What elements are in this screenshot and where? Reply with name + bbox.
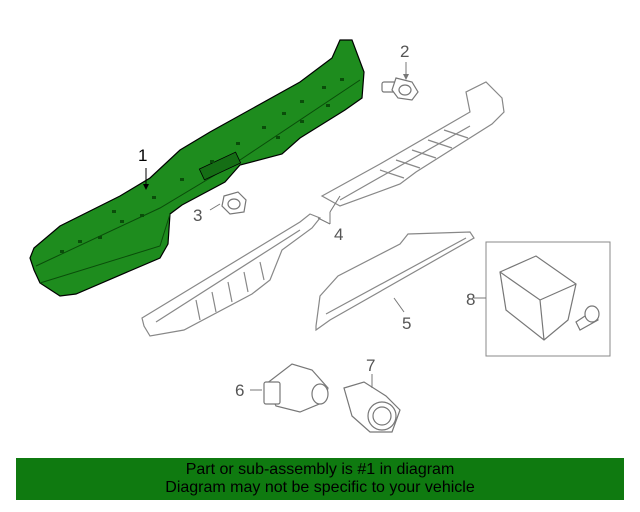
banner-line-1: Part or sub-assembly is #1 in diagram bbox=[185, 461, 455, 478]
callout-7[interactable]: 7 bbox=[366, 356, 376, 375]
callout-8[interactable]: 8 bbox=[466, 290, 476, 309]
nut-part-3[interactable] bbox=[221, 191, 247, 215]
callout-5[interactable]: 5 bbox=[402, 314, 412, 333]
bolt-part-2[interactable] bbox=[381, 77, 419, 101]
module-part-8[interactable] bbox=[499, 255, 600, 341]
sensor-part-6[interactable] bbox=[263, 363, 329, 413]
trim-strip-part-5[interactable] bbox=[315, 231, 475, 332]
callout-2[interactable]: 2 bbox=[400, 42, 410, 61]
info-banner: Part or sub-assembly is #1 in diagram Di… bbox=[16, 458, 624, 500]
callout-4[interactable]: 4 bbox=[334, 225, 344, 244]
callout-3[interactable]: 3 bbox=[193, 206, 203, 225]
callout-1[interactable]: 1 bbox=[138, 146, 148, 165]
parts-diagram bbox=[29, 39, 611, 433]
step-pad-upper-part-4[interactable] bbox=[320, 81, 505, 207]
bumper-part-1[interactable] bbox=[29, 39, 365, 297]
sensor-holder-part-7[interactable] bbox=[343, 381, 401, 433]
step-pad-lower-part-4[interactable] bbox=[141, 213, 321, 337]
banner-line-2: Diagram may not be specific to your vehi… bbox=[165, 479, 475, 496]
callout-6[interactable]: 6 bbox=[235, 381, 245, 400]
